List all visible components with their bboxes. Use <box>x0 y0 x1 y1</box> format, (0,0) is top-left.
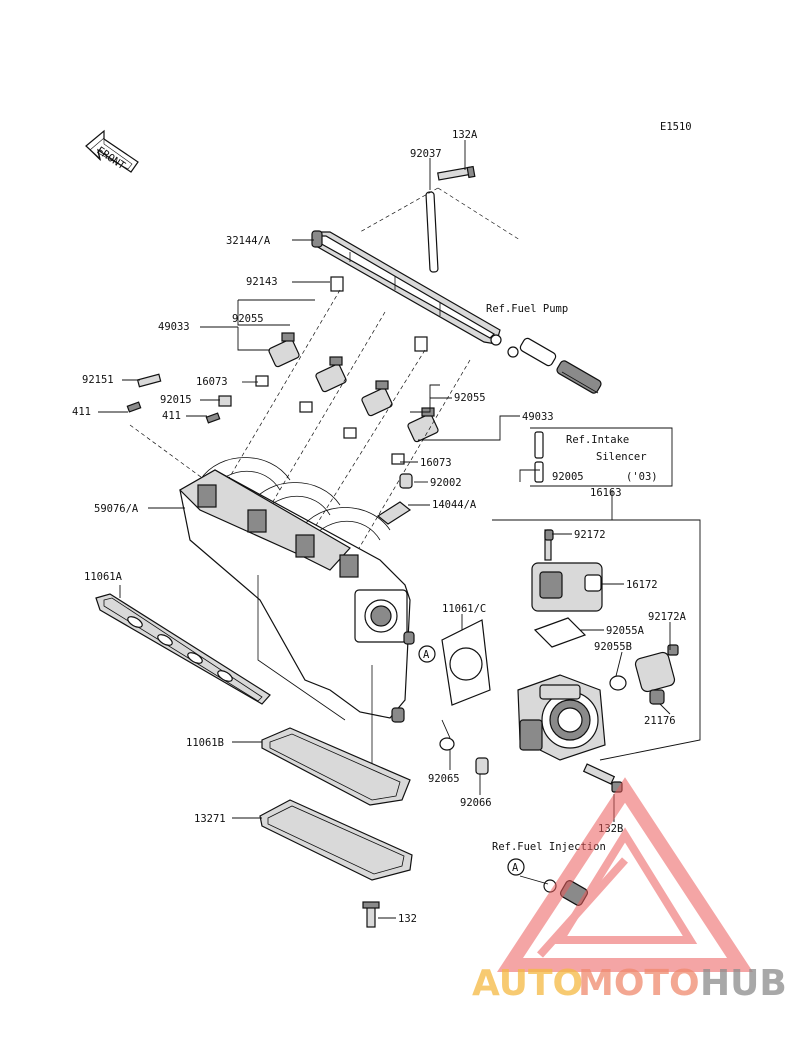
watermark-logo: AUTO MOTO HUB <box>472 777 787 1004</box>
part-label: 16163 <box>590 487 622 499</box>
sensor-16172 <box>531 529 603 612</box>
sensor-21176 <box>634 644 679 705</box>
watermark-auto: AUTO <box>472 963 583 1004</box>
diagram-code: E1510 <box>660 121 692 133</box>
ref-fuel-pump: Ref.Fuel Pump <box>486 303 568 315</box>
part-label: 411 <box>72 406 91 418</box>
part-label: 11061B <box>186 737 224 749</box>
part-label: 11061/C <box>442 603 486 615</box>
o-ring-92055B <box>609 675 627 691</box>
gasket-11061B <box>261 727 411 806</box>
part-label: 132 <box>398 913 417 925</box>
part-label: 92172 <box>574 529 606 541</box>
part-label: 59076/A <box>94 503 139 515</box>
fuel-rail-assembly <box>311 165 502 346</box>
gasket-11061C <box>441 619 491 706</box>
gasket-11061A <box>95 593 271 705</box>
watermark-hub: HUB <box>700 963 787 1004</box>
part-label: 411 <box>162 410 181 422</box>
reference-labels: Ref.Fuel Pump Ref.Intake Silencer Ref.Fu… <box>486 303 647 853</box>
part-label: 92055B <box>594 641 632 653</box>
part-label: 92172A <box>648 611 687 623</box>
part-label: 92037 <box>410 148 442 160</box>
throttle-body <box>517 674 606 761</box>
part-label: 92002 <box>430 477 462 489</box>
part-label: 49033 <box>158 321 190 333</box>
part-label: 92066 <box>460 797 492 809</box>
part-label: 92065 <box>428 773 460 785</box>
part-label: 92055A <box>606 625 645 637</box>
part-label: 13271 <box>194 813 226 825</box>
cover-plate-13271 <box>259 799 413 881</box>
part-label: 49033 <box>522 411 554 423</box>
ref-intake-silencer-line1: Ref.Intake <box>566 434 629 446</box>
gasket-92055A <box>533 617 587 648</box>
part-labels: 132A 92037 32144/A 92143 92055 49033 921… <box>72 129 687 925</box>
watermark-moto: MOTO <box>578 963 700 1004</box>
triangle-logo-icon <box>497 777 753 972</box>
intake-manifold <box>179 457 415 800</box>
part-label: 21176 <box>644 715 676 727</box>
part-label: 92015 <box>160 394 192 406</box>
reference-bracket-intake <box>530 427 673 487</box>
fuel-injectors <box>255 276 439 465</box>
callout-a-upper: A <box>418 645 436 663</box>
callout-letter: A <box>512 862 519 874</box>
leader-lines <box>98 140 701 919</box>
small-hardware-left <box>126 373 232 424</box>
part-label: 92005 <box>552 471 584 483</box>
part-label: 16073 <box>420 457 452 469</box>
ref-intake-silencer-line2: Silencer <box>596 451 647 463</box>
front-arrow-icon: FRONT <box>85 129 139 173</box>
part-label: 16073 <box>196 376 228 388</box>
callout-letter: A <box>423 649 430 661</box>
callout-a-lower: A <box>507 858 525 876</box>
part-label: 92143 <box>246 276 278 288</box>
small-hardware-center <box>376 431 623 793</box>
fuel-pump-hose <box>507 337 602 394</box>
bolt-132 <box>362 901 380 928</box>
part-label: ('03) <box>626 471 658 483</box>
part-label: 16172 <box>626 579 658 591</box>
part-label: 11061A <box>84 571 123 583</box>
part-label: 92055 <box>232 313 264 325</box>
part-label: 132A <box>452 129 478 141</box>
part-label: 32144/A <box>226 235 271 247</box>
part-label: 92055 <box>454 392 486 404</box>
part-label: 92151 <box>82 374 114 386</box>
part-label: 14044/A <box>432 499 477 511</box>
